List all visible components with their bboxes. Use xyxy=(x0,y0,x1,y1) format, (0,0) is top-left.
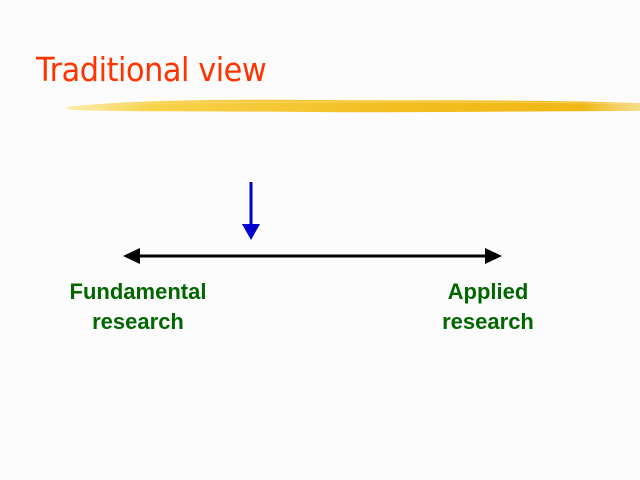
left-arrowhead-icon xyxy=(123,248,140,264)
slide-title: Traditional view xyxy=(36,50,267,89)
fundamental-label-line2: research xyxy=(92,309,184,334)
position-marker-arrow xyxy=(242,182,260,240)
applied-label-line1: Applied xyxy=(447,279,529,304)
title-underline-brushstroke xyxy=(65,99,640,113)
fundamental-label-line1: Fundamental xyxy=(69,279,207,304)
right-arrowhead-icon xyxy=(485,248,502,264)
down-arrowhead-icon xyxy=(242,224,260,240)
applied-research-label: Applied research xyxy=(400,277,576,337)
fundamental-research-label: Fundamental research xyxy=(40,277,236,337)
research-axis-double-arrow xyxy=(123,248,502,264)
applied-label-line2: research xyxy=(442,309,534,334)
